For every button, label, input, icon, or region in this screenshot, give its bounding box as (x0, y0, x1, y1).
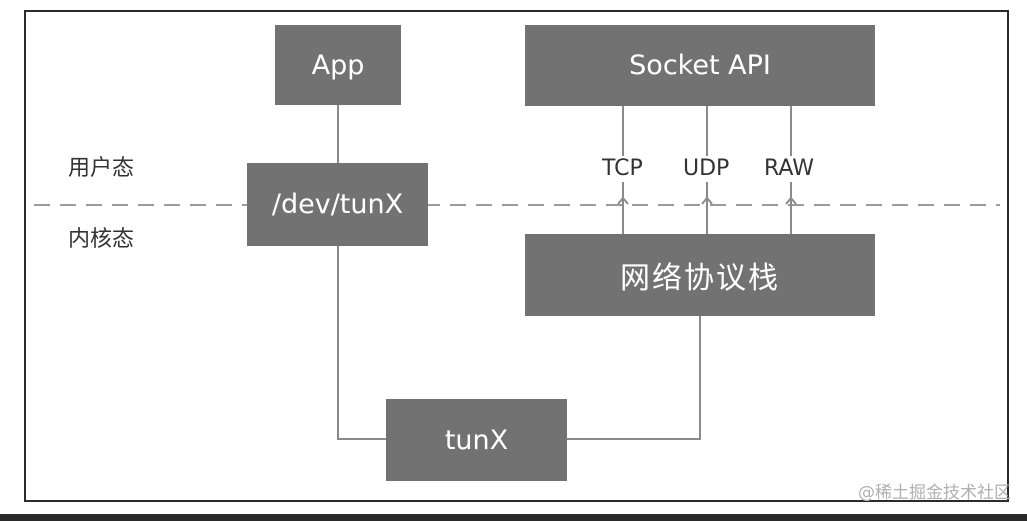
devtun-to-tunx-line (337, 246, 388, 440)
tunx-label: tunX (444, 424, 509, 456)
user-space-label: 用户态 (66, 156, 137, 182)
kernel-space-label: 内核态 (66, 227, 137, 253)
protocol-tcp-label: TCP (599, 156, 646, 182)
network-stack-box: 网络协议栈 (525, 234, 875, 316)
stack-to-tunx-line (567, 316, 701, 440)
app-box: App (275, 25, 401, 105)
diagram-border (24, 10, 1009, 502)
protocol-udp-label: UDP (680, 156, 733, 182)
socket-api-box: Socket API (525, 25, 875, 106)
tunx-box: tunX (386, 399, 567, 481)
raw-arrowhead (785, 196, 797, 205)
app-label: App (311, 49, 365, 81)
network-stack-label: 网络协议栈 (620, 261, 780, 296)
dev-tunx-label: /dev/tunX (271, 189, 404, 220)
dev-tunx-box: /dev/tunX (247, 163, 428, 246)
bottom-strip (0, 514, 1027, 521)
udp-arrowhead (701, 196, 713, 205)
socket-api-label: Socket API (629, 50, 771, 81)
tcp-arrowhead (617, 196, 629, 205)
protocol-raw-label: RAW (761, 156, 817, 182)
watermark-text: @稀土掘金技术社区 (858, 483, 1011, 503)
